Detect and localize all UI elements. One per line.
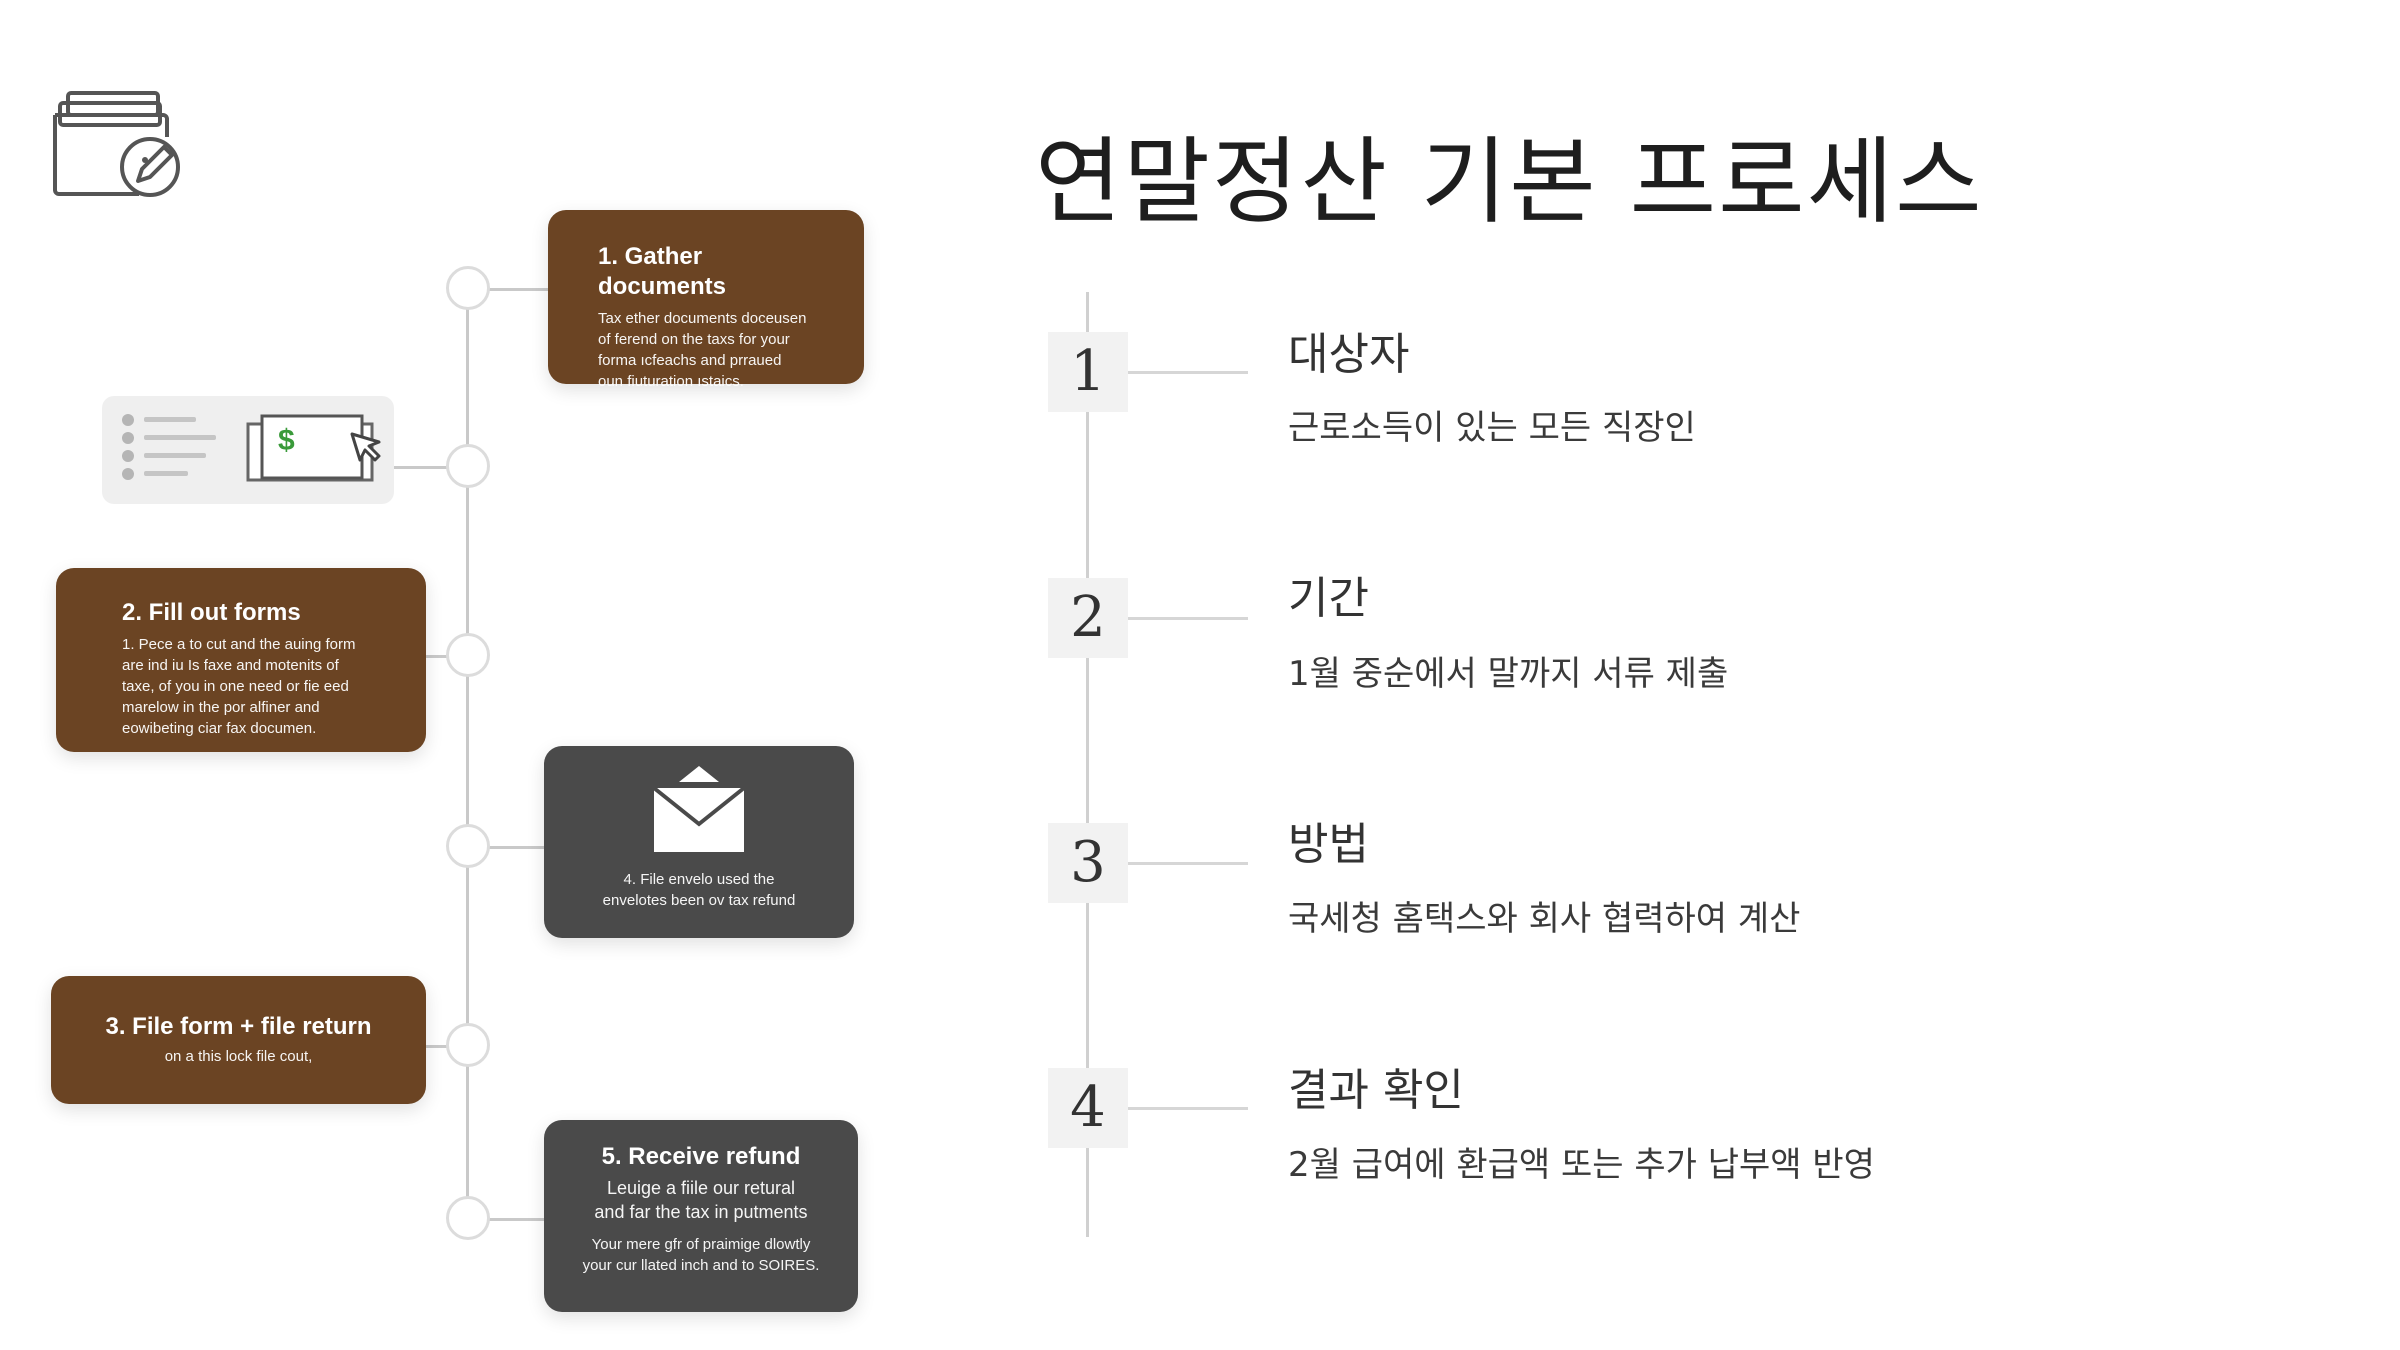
- dollar-symbol: $: [278, 424, 295, 457]
- step-description: 근로소득이 있는 모든 직장인: [1288, 408, 1696, 448]
- steps-line: [1086, 292, 1089, 1237]
- card-text-line: forma ıcfeachs and prraued: [598, 352, 782, 369]
- card-gather-documents: 1. Gather documents Tax ether documents …: [548, 210, 864, 390]
- step-description: 2월 급여에 환급액 또는 추가 납부액 반영: [1288, 1145, 1875, 1185]
- flow-node: [446, 1196, 490, 1240]
- connector: [468, 1218, 546, 1221]
- card-text-line: envelotes been ov tax refund: [602, 892, 796, 909]
- card-fill-out-forms: 2. Fill out forms 1. Pece a to cut and t…: [56, 568, 426, 752]
- step-number: 1: [1048, 332, 1128, 412]
- card-text-line: and far the tax in putments: [594, 1202, 808, 1222]
- card-text-line: on a this lock file cout,: [164, 1048, 313, 1065]
- card-title: 1. Gather documents: [598, 243, 727, 300]
- step-number: 4: [1048, 1068, 1128, 1148]
- card-title: 2. Fill out forms: [122, 599, 301, 626]
- card-text: Your mere gfr of praimige dlowtly your c…: [544, 1234, 858, 1276]
- step-connector: [1128, 862, 1248, 865]
- folder-pencil-icon: [53, 91, 180, 197]
- card-text: Leuige a fiile our retural and far the t…: [544, 1176, 858, 1224]
- card-text-line: of ferend on the taxs for your: [598, 331, 790, 348]
- card-text-line: your cur llated inch and to SOIRES.: [582, 1257, 820, 1274]
- card-text: on a this lock file cout,: [51, 1046, 426, 1067]
- card-text-line: marelow in the por alfiner and: [122, 699, 320, 716]
- step-heading: 대상자: [1288, 329, 1410, 380]
- step-connector: [1128, 1107, 1248, 1110]
- illustration-card: $: [102, 396, 394, 504]
- card-text-line: taxe, of you in one need or fie eed: [122, 678, 349, 695]
- card-file-form-return: 3. File form + file return on a this loc…: [51, 976, 426, 1104]
- step-connector: [1128, 371, 1248, 374]
- card-receive-refund: 5. Receive refund Leuige a fiile our ret…: [544, 1120, 858, 1312]
- step-heading: 결과 확인: [1288, 1065, 1464, 1116]
- connector: [468, 846, 544, 849]
- flow-node: [446, 1023, 490, 1067]
- flow-node: [446, 824, 490, 868]
- card-title: 5. Receive refund: [601, 1143, 801, 1170]
- step-number: 2: [1048, 578, 1128, 658]
- card-text-line: eowibeting ciar fax documen.: [122, 720, 317, 737]
- flow-node: [446, 266, 490, 310]
- card-text-line: are ind iu Is faxe and motenits of: [122, 657, 339, 674]
- flow-node: [446, 633, 490, 677]
- connector: [468, 288, 548, 291]
- step-number: 3: [1048, 823, 1128, 903]
- flow-line: [466, 287, 469, 1219]
- card-text-line: Tax ether documents doceusen: [598, 310, 807, 327]
- step-heading: 기간: [1288, 573, 1369, 624]
- card-file-envelope: 4. File envelo used the envelotes been o…: [544, 746, 854, 938]
- money-cursor-icon: [246, 414, 381, 482]
- step-description: 1월 중순에서 말까지 서류 제출: [1288, 654, 1729, 694]
- card-text-line: 1. Pece a to cut and the auing form: [122, 636, 356, 653]
- card-title: 3. File form + file return: [105, 1013, 372, 1040]
- page-title: 연말정산 기본 프로세스: [1035, 128, 1984, 237]
- card-text: Tax ether documents doceusen of ferend o…: [598, 308, 836, 392]
- card-text-line: 4. File envelo used the: [623, 871, 775, 888]
- card-text-line: oun fiuturation ıstaics.: [598, 373, 744, 390]
- envelope-icon: [652, 766, 746, 852]
- list-icon: [122, 414, 216, 480]
- card-text-line: Leuige a fiile our retural: [606, 1178, 796, 1198]
- card-text: 1. Pece a to cut and the auing form are …: [122, 634, 406, 739]
- connector: [394, 466, 468, 469]
- step-description: 국세청 홈택스와 회사 협력하여 계산: [1288, 899, 1801, 939]
- flow-node: [446, 444, 490, 488]
- card-text: 4. File envelo used the envelotes been o…: [544, 869, 854, 911]
- step-heading: 방법: [1288, 819, 1369, 870]
- card-text-line: Your mere gfr of praimige dlowtly: [591, 1236, 811, 1253]
- step-connector: [1128, 617, 1248, 620]
